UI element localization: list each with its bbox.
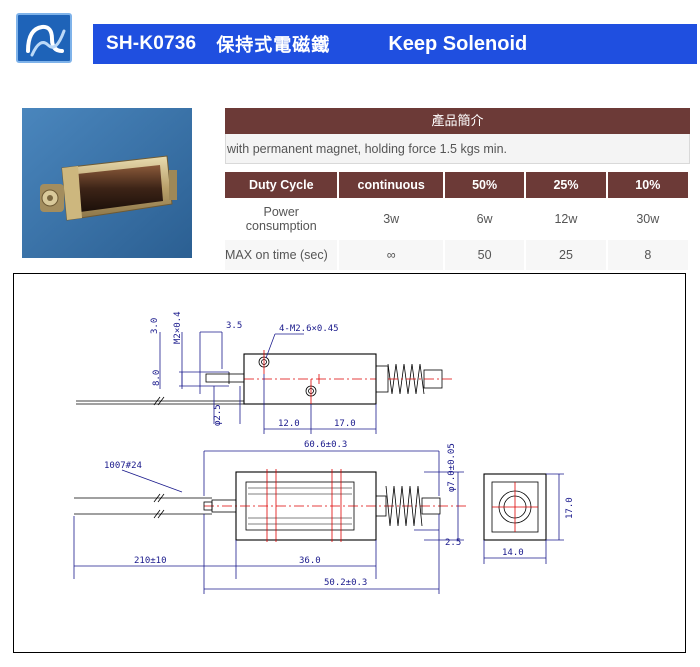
- dim-label: 4-M2.6×0.45: [279, 324, 339, 334]
- table-cell: 6w: [444, 198, 525, 240]
- dim-label: 17.0: [334, 419, 356, 429]
- dim-label: 3.0: [150, 318, 160, 334]
- table-cell: 50: [444, 240, 525, 270]
- column-header: 10%: [607, 172, 688, 198]
- column-header: 50%: [444, 172, 525, 198]
- drawing-canvas: 3.0 M2×0.4 3.5 4-M2.6×0.45 8.0 φ2.5 12.0…: [73, 311, 575, 594]
- company-logo-icon: [26, 24, 66, 57]
- product-name-chinese: 保持式電磁鐵: [216, 35, 331, 55]
- product-photo: [22, 108, 192, 258]
- end-view: [483, 473, 564, 564]
- column-header: Duty Cycle: [225, 172, 338, 198]
- table-row: MAX on time (sec) ∞ 50 25 8: [225, 240, 688, 270]
- dim-label: M2×0.4: [173, 311, 183, 344]
- column-header: 25%: [526, 172, 606, 198]
- technical-drawing: 3.0 M2×0.4 3.5 4-M2.6×0.45 8.0 φ2.5 12.0…: [13, 273, 686, 653]
- table-cell: 25: [526, 240, 606, 270]
- table-header-row: Duty Cycle continuous 50% 25% 10%: [225, 172, 688, 198]
- dim-label: 17.0: [565, 497, 575, 519]
- row-label-line: consumption: [245, 219, 317, 233]
- dim-label: 14.0: [502, 548, 524, 558]
- dim-label: 12.0: [278, 419, 300, 429]
- header-banner: SH-K0736 保持式電磁鐵 Keep Solenoid: [93, 24, 697, 64]
- table-row: Power consumption 3w 6w 12w 30w: [225, 198, 688, 240]
- company-logo: [16, 13, 72, 63]
- table-cell: 8: [607, 240, 688, 270]
- row-label-line: Power: [263, 205, 299, 219]
- solenoid-photo-icon: [22, 108, 192, 258]
- top-view: [76, 331, 454, 434]
- spec-title: 產品簡介: [225, 108, 690, 134]
- dim-label: 36.0: [299, 556, 321, 566]
- dim-label: 3.5: [226, 321, 242, 331]
- product-name-english: Keep Solenoid: [388, 32, 528, 55]
- spec-table: 產品簡介 with permanent magnet, holding forc…: [225, 108, 690, 270]
- table-cell: 12w: [526, 198, 606, 240]
- side-view: [73, 450, 469, 594]
- table-cell: ∞: [339, 240, 443, 270]
- duty-cycle-table: Duty Cycle continuous 50% 25% 10% Power …: [223, 172, 690, 270]
- dim-label: 1007#24: [104, 461, 142, 471]
- dim-label: 8.0: [152, 370, 162, 386]
- table-cell: 3w: [339, 198, 443, 240]
- column-header: continuous: [339, 172, 443, 198]
- model-number: SH-K0736: [106, 33, 197, 54]
- table-cell: 30w: [607, 198, 688, 240]
- spec-description: with permanent magnet, holding force 1.5…: [225, 134, 690, 164]
- dim-label: φ2.5: [213, 404, 223, 426]
- dim-label: 60.6±0.3: [304, 440, 347, 450]
- row-label: MAX on time (sec): [225, 240, 338, 270]
- dim-label: 50.2±0.3: [324, 578, 367, 588]
- dim-label: φ7.0±0.05: [447, 443, 457, 492]
- dim-label: 210±10: [134, 556, 167, 566]
- dim-label: 2.5: [445, 538, 461, 548]
- row-label: Power consumption: [225, 198, 338, 240]
